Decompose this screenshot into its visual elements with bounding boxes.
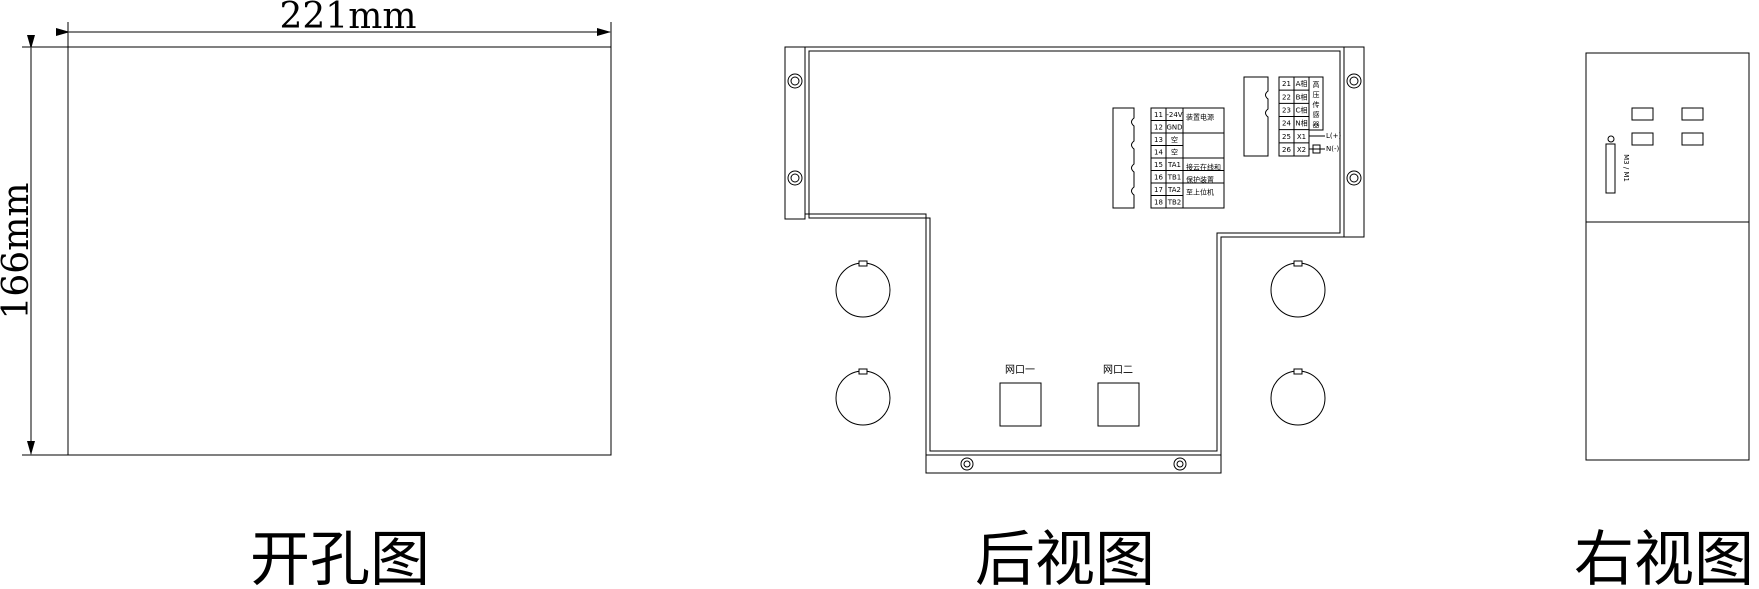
terminal-signal: B相 (1296, 92, 1308, 101)
terminal-signal: TB1 (1167, 173, 1182, 181)
bottom-mounting-bar (925, 454, 1222, 474)
keyed-hole-bottom-right (1270, 368, 1326, 426)
l-lead-label: L(+) (1326, 132, 1341, 140)
side-panel (1585, 52, 1750, 461)
terminal-number: 12 (1154, 123, 1163, 131)
side-slot-4 (1681, 132, 1704, 146)
side-connector-strip (1605, 143, 1616, 194)
width-dimension-label: 221mm (280, 0, 417, 37)
terminal-description: 装置电源 (1186, 112, 1214, 121)
terminal-signal: 空 (1171, 147, 1178, 156)
port2-label: 网口二 (1103, 364, 1133, 376)
keyed-hole-bottom-left (835, 368, 891, 426)
network-port-2 (1097, 382, 1140, 427)
terminal-number: 21 (1282, 80, 1291, 88)
terminal-number: 11 (1154, 111, 1163, 119)
connector-plug-1 (1112, 107, 1135, 209)
terminal-number: 24 (1282, 120, 1291, 128)
port1-label: 网口一 (1005, 364, 1035, 376)
terminal-signal: TA1 (1167, 161, 1181, 169)
terminal-signal: -24V (1166, 111, 1182, 119)
terminal-number: 25 (1282, 133, 1291, 141)
side-caption: 右视图 (1574, 525, 1754, 589)
sensor-label: 高压传感器 (1313, 80, 1320, 129)
rear-housing-outline (804, 46, 1345, 456)
rear-caption: 后视图 (975, 525, 1155, 589)
terminal-number: 15 (1154, 161, 1163, 169)
terminal-signal: X1 (1297, 133, 1306, 141)
terminal-number: 17 (1154, 186, 1163, 194)
side-slot-1 (1631, 107, 1654, 121)
terminal-signal: C相 (1296, 106, 1308, 115)
keyed-hole-top-right (1270, 260, 1326, 318)
terminal-number: 22 (1282, 93, 1291, 101)
cutout-rectangle (67, 46, 612, 456)
side-slot-2 (1681, 107, 1704, 121)
side-vertical-text: M3 / M1 (1622, 154, 1630, 182)
terminal-signal: GND (1166, 123, 1182, 131)
terminal-signal: N相 (1295, 119, 1307, 128)
cutout-view: 221mm 166mm 开孔图 (0, 0, 612, 589)
terminal-number: 13 (1154, 136, 1163, 144)
right-mounting-ear (1343, 46, 1365, 238)
terminal-description: 至上位机 (1186, 187, 1214, 196)
connector-plug-2 (1243, 76, 1269, 157)
terminal-number: 23 (1282, 107, 1291, 115)
terminal-signal: A相 (1296, 79, 1308, 88)
terminal-description: 保护装置 (1186, 175, 1214, 184)
terminal-signal: TB2 (1167, 198, 1182, 206)
left-mounting-ear (784, 46, 806, 220)
side-view: M3 / M1 右视图 (1574, 52, 1754, 589)
n-lead-label: N(-) (1326, 145, 1339, 153)
terminal-number: 18 (1154, 198, 1163, 206)
terminal-signal: TA2 (1167, 186, 1181, 194)
terminal-number: 26 (1282, 146, 1291, 154)
terminal-signal: X2 (1297, 146, 1306, 154)
terminal-description: 接云在线和 (1186, 162, 1221, 171)
cutout-caption: 开孔图 (250, 525, 430, 589)
terminal-number: 16 (1154, 173, 1163, 181)
side-slot-3 (1631, 132, 1654, 146)
keyed-hole-top-left (835, 260, 891, 318)
terminal-number: 14 (1154, 148, 1163, 156)
terminal-signal: 空 (1171, 135, 1178, 144)
height-dimension-label: 166mm (0, 183, 37, 320)
network-port-1 (999, 382, 1042, 427)
